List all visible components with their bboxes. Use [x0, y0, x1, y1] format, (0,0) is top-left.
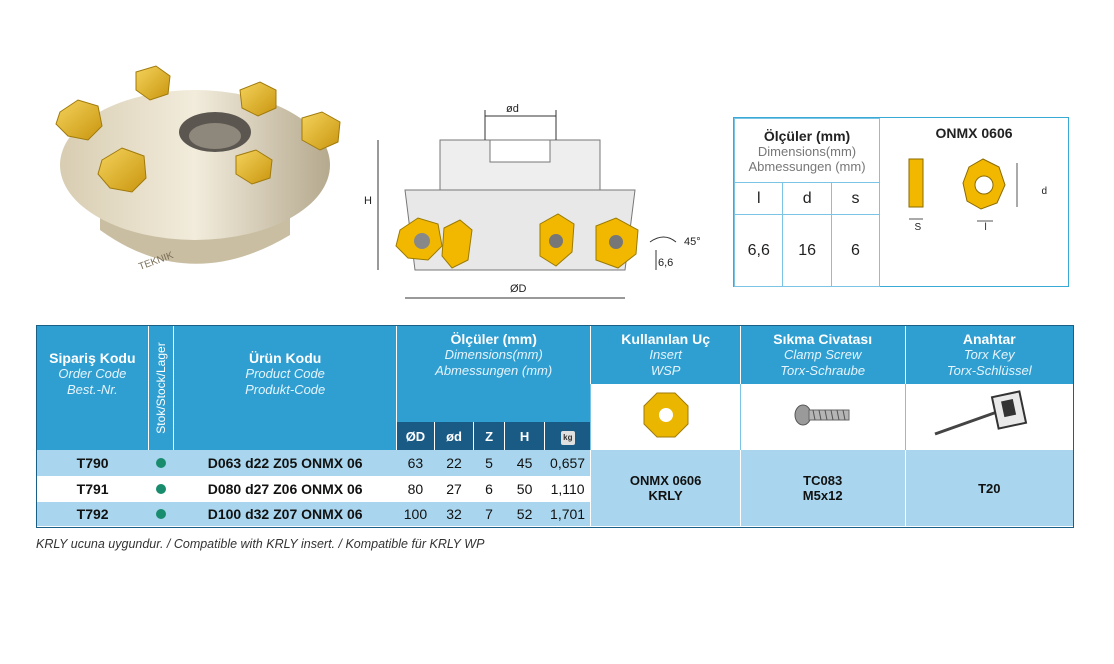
row-product-code: D063 d22 Z05 ONMX 06 — [173, 450, 397, 476]
label-od-big: ØD — [510, 283, 527, 295]
header-product-code: Ürün Kodu Product Code Produkt-Code — [173, 326, 397, 422]
spec-val-l: 6,6 — [733, 214, 784, 287]
torx-key-icon — [934, 389, 1028, 435]
row-stock — [148, 476, 174, 502]
spec-title-en: Dimensions(mm) — [757, 143, 857, 159]
screw-image-cell — [739, 384, 906, 450]
row-od: 22 — [434, 450, 474, 476]
label-h: H — [364, 195, 372, 207]
spec-val-s: 6 — [830, 214, 881, 287]
row-stock — [148, 502, 174, 526]
stock-dot — [156, 484, 167, 494]
row-od: 27 — [434, 476, 474, 502]
stock-dot — [156, 458, 167, 468]
spec-col-s: s — [830, 182, 881, 215]
insert-icon — [643, 392, 689, 437]
subheader-od: ød — [433, 422, 474, 450]
key-image-cell — [904, 384, 1073, 450]
row-z: 5 — [473, 450, 505, 476]
label-od-small: ød — [506, 103, 519, 115]
spec-title-de: Abmessungen (mm) — [748, 158, 866, 174]
row-order-code: T790 — [37, 450, 149, 476]
row-weight: 0,657 — [544, 450, 591, 476]
header-dimensions: Ölçüler (mm) Dimensions(mm) Abmessungen … — [395, 326, 591, 384]
label-angle: 45° — [684, 236, 701, 248]
row-weight: 1,110 — [544, 476, 591, 502]
stock-dot — [156, 509, 167, 519]
weight-icon: kg — [560, 430, 575, 445]
row-z: 7 — [473, 502, 505, 526]
header-order-code: Sipariş Kodu Order Code Best.-Nr. — [37, 326, 149, 422]
row-weight: 1,701 — [544, 502, 591, 526]
header-insert: Kullanılan Uç Insert WSP — [590, 326, 741, 384]
insert-dimensions-box: Ölçüler (mm) Dimensions(mm) Abmessungen … — [733, 117, 1069, 287]
diagram-l-label: l — [984, 221, 987, 233]
row-h: 50 — [504, 476, 545, 502]
spec-col-l: l — [733, 182, 784, 215]
product-table: Sipariş Kodu Order Code Best.-Nr. Stok/S… — [36, 325, 1074, 528]
row-product-code: D100 d32 Z07 ONMX 06 — [173, 502, 397, 526]
row-h: 52 — [504, 502, 545, 526]
table-row: T791 D080 d27 Z06 ONMX 06 80 27 6 50 1,1… — [37, 476, 1073, 502]
subheader-OD: ØD — [395, 422, 435, 450]
row-OD: 63 — [396, 450, 435, 476]
row-OD: 80 — [396, 476, 435, 502]
header-stock: Stok/Stock/Lager — [147, 326, 174, 450]
row-od: 32 — [434, 502, 474, 526]
compatibility-note: KRLY ucuna uygundur. / Compatible with K… — [36, 537, 485, 551]
subheader-weight: kg — [544, 422, 591, 450]
screw-icon — [794, 404, 850, 425]
table-row: T790 D063 d22 Z05 ONMX 06 63 22 5 45 0,6… — [37, 450, 1073, 526]
spec-val-d: 16 — [782, 214, 832, 287]
row-product-code: D080 d27 Z06 ONMX 06 — [173, 476, 397, 502]
header-torx-key: Anahtar Torx Key Torx-Schlüssel — [904, 326, 1073, 384]
technical-drawing — [377, 110, 677, 299]
row-order-code: T791 — [37, 476, 149, 502]
table-row: T792 D100 d32 Z07 ONMX 06 100 32 7 52 1,… — [37, 502, 1073, 526]
milling-cutter-photo: TEKNIK — [55, 65, 341, 273]
row-stock — [148, 450, 174, 476]
subheader-h: H — [503, 422, 545, 450]
spec-col-d: d — [782, 182, 832, 215]
header-clamp-screw: Sıkma Civatası Clamp Screw Torx-Schraube — [739, 326, 906, 384]
subheader-z: Z — [473, 422, 505, 450]
key-name-cell: T20 — [904, 450, 1073, 526]
row-z: 6 — [473, 476, 505, 502]
insert-diagram — [908, 157, 1018, 221]
diagram-d-label: d — [1041, 185, 1048, 197]
label-depth: 6,6 — [658, 257, 674, 269]
insert-image-cell — [590, 384, 741, 450]
diagram-s-label: S — [914, 221, 922, 233]
spec-title-tr: Ölçüler (mm) — [763, 127, 851, 144]
spec-insert-name: ONMX 0606 — [935, 124, 1013, 141]
row-OD: 100 — [396, 502, 435, 526]
row-order-code: T792 — [37, 502, 149, 526]
row-h: 45 — [504, 450, 545, 476]
